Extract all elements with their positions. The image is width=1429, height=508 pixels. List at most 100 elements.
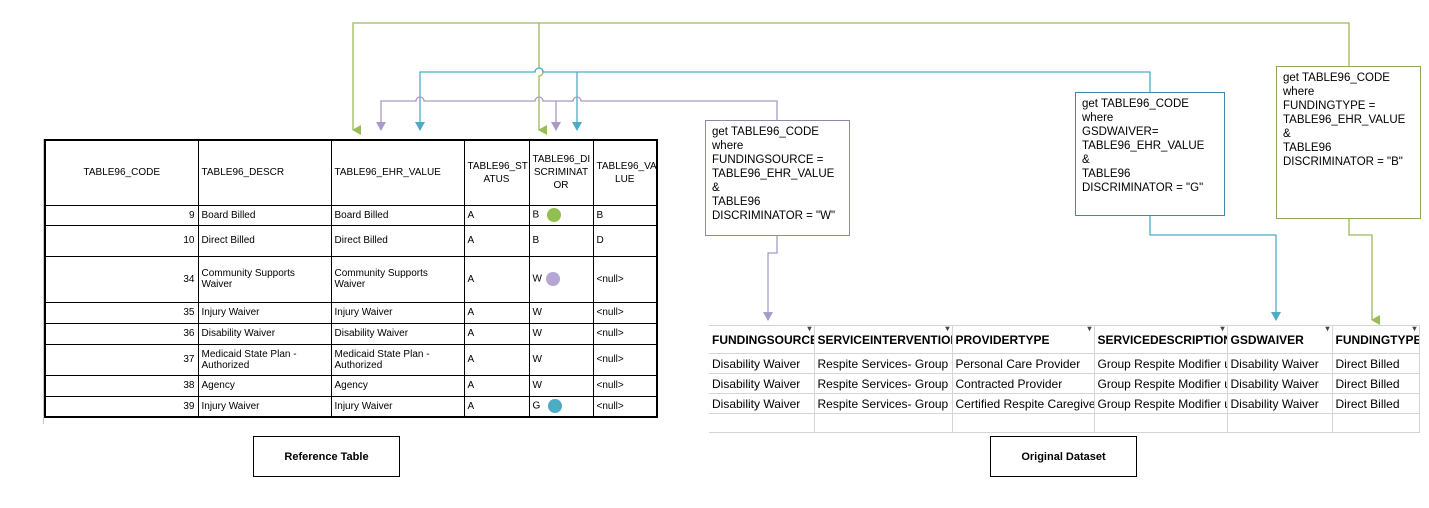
- ds-cell: Disability Waiver: [709, 353, 815, 374]
- filter-icon[interactable]: ▾: [945, 325, 950, 333]
- ref-cell-value: <null>: [592, 343, 658, 376]
- green-connector-branch: [538, 23, 547, 135]
- reference-table-label: Reference Table: [253, 436, 400, 477]
- reference-table: TABLE96_CODE TABLE96_DESCR TABLE96_EHR_V…: [43, 139, 658, 424]
- filter-icon[interactable]: ▾: [1325, 325, 1330, 333]
- ref-cell-value: <null>: [592, 301, 658, 324]
- ref-cell-disc: W: [528, 255, 594, 303]
- ref-header-status: TABLE96_ST ATUS: [463, 139, 530, 206]
- ref-cell-descr: Injury Waiver: [197, 301, 332, 324]
- ds-cell: Direct Billed: [1332, 393, 1420, 414]
- ds-cell-empty: [709, 413, 815, 433]
- original-dataset-table: FUNDINGSOURCE▾ SERVICEINTERVENTION▾ PROV…: [709, 325, 1420, 433]
- table-row: Disability Waiver Respite Services- Grou…: [709, 353, 1420, 374]
- ds-cell: Direct Billed: [1332, 373, 1420, 394]
- ref-cell-status: A: [463, 255, 530, 303]
- ref-cell-disc: B: [528, 204, 594, 226]
- purple-marker-icon: [545, 272, 560, 286]
- table-row: Disability Waiver Respite Services- Grou…: [709, 393, 1420, 414]
- ref-cell-code: 9: [44, 204, 199, 226]
- ref-cell-descr: Disability Waiver: [197, 322, 332, 345]
- ref-cell-disc: W: [528, 343, 594, 376]
- ref-cell-disc: W: [528, 374, 594, 397]
- ref-header-discriminator: TABLE96_DI SCRIMINAT OR: [528, 139, 594, 206]
- table-row: 34 Community Supports Waiver Community S…: [44, 255, 658, 303]
- ref-cell-code: 10: [44, 224, 199, 257]
- ds-cell: Disability Waiver: [1227, 393, 1333, 414]
- ds-cell: Certified Respite Caregiver: [952, 393, 1095, 414]
- filter-icon[interactable]: ▾: [1220, 325, 1225, 333]
- ref-header-descr: TABLE96_DESCR: [197, 139, 332, 206]
- purple-connector: [763, 236, 778, 321]
- ref-cell-status: A: [463, 374, 530, 397]
- ds-header-fundingtype[interactable]: FUNDINGTYPE▾: [1332, 325, 1420, 354]
- ref-cell-ehr: Direct Billed: [330, 224, 465, 257]
- ref-header-code: TABLE96_CODE: [44, 139, 199, 206]
- ds-cell: Group Respite Modifier u: [1094, 353, 1228, 374]
- ref-cell-status: A: [463, 301, 530, 324]
- ref-cell-descr: Medicaid State Plan - Authorized: [197, 343, 332, 376]
- ref-cell-descr: Direct Billed: [197, 224, 332, 257]
- ds-header-serviceintervention[interactable]: SERVICEINTERVENTION▾: [814, 325, 953, 354]
- table-row: 35 Injury Waiver Injury Waiver A W <null…: [44, 301, 658, 324]
- ds-cell: Respite Services- Group: [814, 393, 953, 414]
- ref-cell-value: <null>: [592, 255, 658, 303]
- ref-cell-value: <null>: [592, 395, 658, 418]
- ref-cell-code: 39: [44, 395, 199, 418]
- ds-cell-empty: [1227, 413, 1333, 433]
- ds-cell: Disability Waiver: [709, 373, 815, 394]
- blue-marker-icon: [548, 399, 563, 414]
- note-discriminator-b: get TABLE96_CODE where FUNDINGTYPE = TAB…: [1276, 66, 1421, 219]
- ds-cell: Disability Waiver: [1227, 353, 1333, 374]
- ref-cell-ehr: Community Supports Waiver: [330, 255, 465, 303]
- original-dataset-label: Original Dataset: [990, 436, 1137, 477]
- ref-cell-disc: W: [528, 322, 594, 345]
- ds-header-fundingsource[interactable]: FUNDINGSOURCE▾: [709, 325, 815, 354]
- ds-cell: Group Respite Modifier u: [1094, 393, 1228, 414]
- ref-cell-descr: Injury Waiver: [197, 395, 332, 418]
- ref-header-ehr-value: TABLE96_EHR_VALUE: [330, 139, 465, 206]
- green-marker-icon: [547, 208, 562, 222]
- ref-cell-ehr: Board Billed: [330, 204, 465, 226]
- ref-cell-status: A: [463, 395, 530, 418]
- ref-cell-descr: Community Supports Waiver: [197, 255, 332, 303]
- green-connector: [1348, 219, 1380, 325]
- ref-cell-code: 37: [44, 343, 199, 376]
- table-row: 36 Disability Waiver Disability Waiver A…: [44, 322, 658, 345]
- ds-cell-empty: [1332, 413, 1420, 433]
- ds-cell: Disability Waiver: [709, 393, 815, 414]
- blue-connector: [1149, 216, 1281, 321]
- ds-cell: Group Respite Modifier u: [1094, 373, 1228, 394]
- ds-cell-empty: [814, 413, 953, 433]
- note-discriminator-g: get TABLE96_CODE where GSDWAIVER= TABLE9…: [1075, 92, 1225, 216]
- ref-cell-value: D: [592, 224, 658, 257]
- ds-cell: Respite Services- Group: [814, 353, 953, 374]
- ref-cell-code: 35: [44, 301, 199, 324]
- ds-cell: Personal Care Provider: [952, 353, 1095, 374]
- ref-cell-ehr: Disability Waiver: [330, 322, 465, 345]
- ds-header-providertype[interactable]: PROVIDERTYPE▾: [952, 325, 1095, 354]
- ref-cell-status: A: [463, 204, 530, 226]
- ref-cell-value: <null>: [592, 374, 658, 397]
- ref-cell-status: A: [463, 343, 530, 376]
- ds-header-servicedescription[interactable]: SERVICEDESCRIPTION▾: [1094, 325, 1228, 354]
- ref-cell-value: <null>: [592, 322, 658, 345]
- table-row: 9 Board Billed Board Billed A B B: [44, 204, 658, 226]
- ref-cell-code: 38: [44, 374, 199, 397]
- ref-cell-disc: B: [528, 224, 594, 257]
- filter-icon[interactable]: ▾: [1087, 325, 1092, 333]
- table-row: Disability Waiver Respite Services- Grou…: [709, 373, 1420, 394]
- ref-cell-disc: W: [528, 301, 594, 324]
- filter-icon[interactable]: ▾: [807, 325, 812, 333]
- ref-cell-disc: G: [528, 395, 594, 418]
- table-row: 10 Direct Billed Direct Billed A B D: [44, 224, 658, 257]
- ds-cell-empty: [952, 413, 1095, 433]
- ds-cell: Direct Billed: [1332, 353, 1420, 374]
- ds-header-gsdwaiver[interactable]: GSDWAIVER▾: [1227, 325, 1333, 354]
- ds-cell: Disability Waiver: [1227, 373, 1333, 394]
- ref-cell-status: A: [463, 322, 530, 345]
- filter-icon[interactable]: ▾: [1412, 325, 1417, 333]
- ref-cell-ehr: Injury Waiver: [330, 395, 465, 418]
- ref-cell-descr: Agency: [197, 374, 332, 397]
- ref-cell-ehr: Medicaid State Plan - Authorized: [330, 343, 465, 376]
